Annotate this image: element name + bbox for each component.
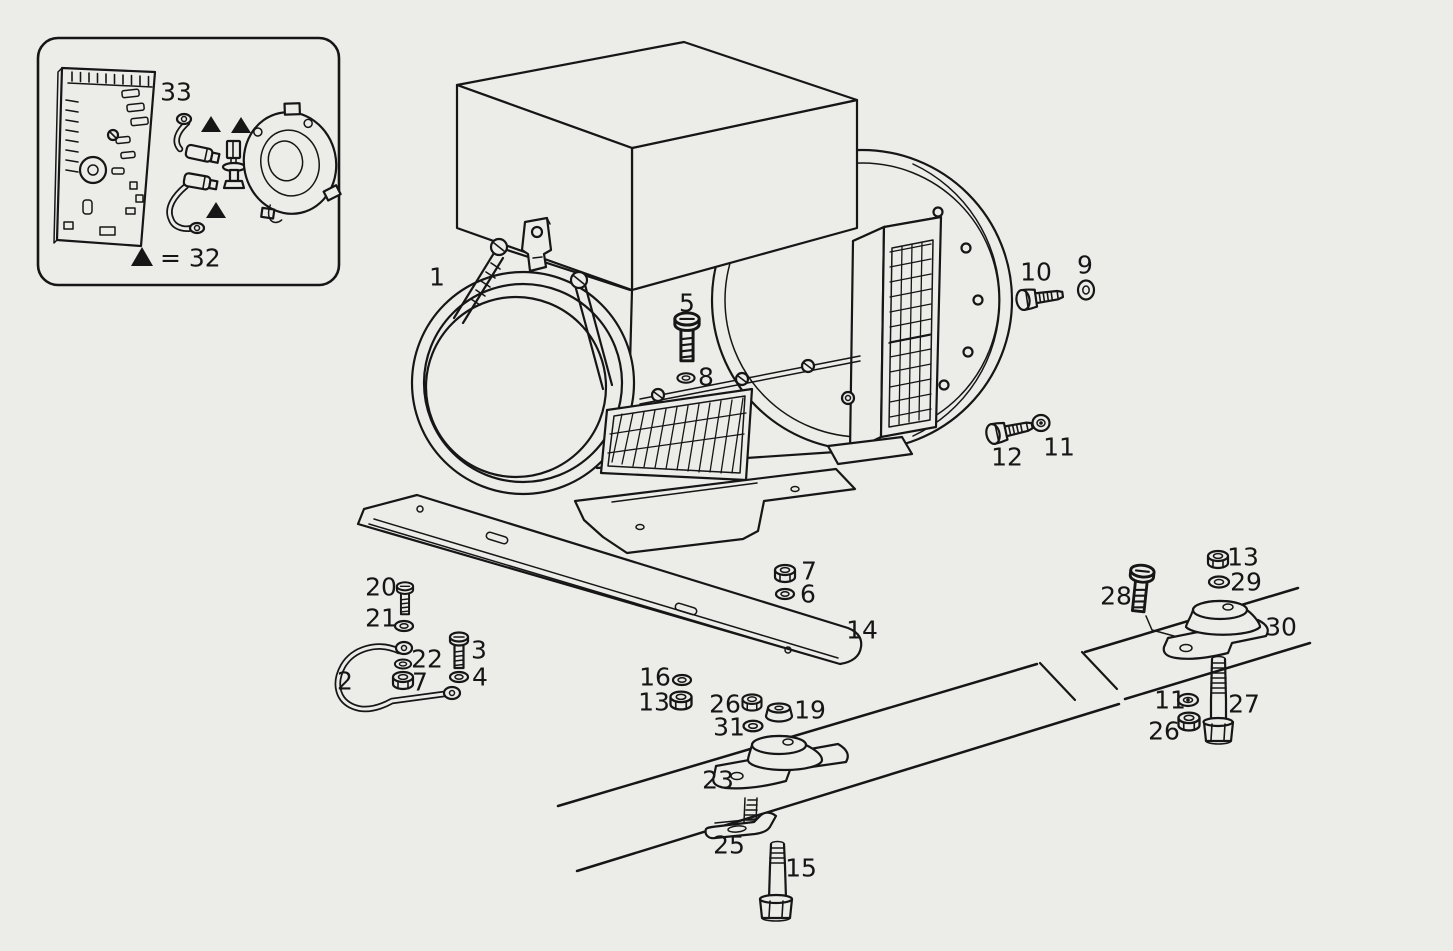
legend-text: = 32 <box>160 244 221 273</box>
callout-c31: 31 <box>713 713 745 742</box>
callout-c28: 28 <box>1100 582 1132 611</box>
part-7-nut-lower <box>391 670 415 691</box>
part-19-spacer <box>764 702 794 723</box>
part-33-regulator-board <box>53 66 157 248</box>
sensor-lead-upper <box>173 112 221 164</box>
callout-c21: 21 <box>365 604 397 633</box>
callout-c7b: 7 <box>412 668 428 697</box>
callout-c22: 22 <box>411 645 443 674</box>
part-24-stud <box>743 797 758 823</box>
callout-c30: 30 <box>1265 613 1297 642</box>
part-10-bolt <box>1014 283 1066 312</box>
front-struts <box>452 237 632 391</box>
front-foot <box>573 467 857 555</box>
callout-c13a: 13 <box>638 688 670 717</box>
callout-c12: 12 <box>991 443 1023 472</box>
callout-c7a: 7 <box>801 557 817 586</box>
rear-foot <box>826 435 914 466</box>
part-25-clamp <box>704 811 778 840</box>
part-23-mount <box>712 734 849 790</box>
triangle-marker-icon <box>231 117 251 133</box>
flange-bolt-holes <box>840 206 984 406</box>
rear-grille-box <box>848 215 943 454</box>
mounting-rail <box>356 493 863 666</box>
legend-triangle-icon <box>131 247 153 266</box>
legend: = 32 <box>131 244 221 273</box>
triangle-markers <box>201 116 251 218</box>
part-21-washer <box>393 619 415 633</box>
part-6-washer <box>774 587 796 601</box>
callout-c10: 10 <box>1020 258 1052 287</box>
part-26-nut-right <box>1177 711 1201 732</box>
front-shield <box>410 270 636 496</box>
callout-c9: 9 <box>1077 251 1093 280</box>
callout-c8: 8 <box>698 363 714 392</box>
callout-c25: 25 <box>713 831 745 860</box>
callout-c13b: 13 <box>1227 543 1259 572</box>
part-2-ground-strap <box>334 640 462 713</box>
generator-assembly <box>410 40 1014 555</box>
part-3-bolt <box>448 631 470 670</box>
part-29-washer <box>1207 575 1231 589</box>
part-27-bolt <box>1202 655 1235 745</box>
part-20-bolt <box>395 581 415 616</box>
callout-c15: 15 <box>785 854 817 883</box>
callout-c14: 14 <box>846 616 878 645</box>
callout-c19: 19 <box>794 696 826 725</box>
part-11-washer <box>1031 413 1051 433</box>
part-16-washer <box>671 673 693 687</box>
part-12-bolt <box>983 414 1036 447</box>
callout-c4: 4 <box>472 663 488 692</box>
part-22-washer <box>393 658 413 670</box>
callout-c5: 5 <box>679 289 695 318</box>
part-7-nut-upper <box>773 563 797 584</box>
part-11-washer-right <box>1176 692 1200 708</box>
part-4-washer <box>448 670 470 684</box>
part-13-nut-right <box>1206 549 1230 570</box>
part-13-nut-left <box>669 690 693 711</box>
callout-c26a: 26 <box>709 690 741 719</box>
part-9-washer <box>1076 279 1096 301</box>
part-8-washer <box>676 372 696 384</box>
callout-c2: 2 <box>337 667 353 696</box>
callout-c11a: 11 <box>1043 433 1075 462</box>
callout-c33: 33 <box>160 78 192 107</box>
part-15-bolt <box>758 840 794 922</box>
callout-c20: 20 <box>365 573 397 602</box>
callout-c11b: 11 <box>1154 686 1186 715</box>
triangle-marker-icon <box>206 202 226 218</box>
fasteners <box>334 279 1269 922</box>
callout-c26b: 26 <box>1148 717 1180 746</box>
callout-c1: 1 <box>429 263 445 292</box>
part-5-bolt <box>673 311 701 363</box>
callout-c6: 6 <box>800 580 816 609</box>
callout-c16: 16 <box>639 663 671 692</box>
callout-c29: 29 <box>1230 568 1262 597</box>
terminal-box <box>455 40 859 292</box>
inset-panel: = 32 <box>36 36 342 287</box>
part-31-washer <box>742 719 764 733</box>
part-30-mount <box>1162 599 1269 660</box>
brush-holder <box>242 102 342 224</box>
lifting-bracket <box>520 216 553 273</box>
callout-c23: 23 <box>702 766 734 795</box>
part-26-nut-left <box>741 693 763 712</box>
sensor-lead-lower <box>166 172 219 235</box>
callout-c3: 3 <box>471 636 487 665</box>
triangle-marker-icon <box>201 116 221 132</box>
callout-c27: 27 <box>1228 690 1260 719</box>
